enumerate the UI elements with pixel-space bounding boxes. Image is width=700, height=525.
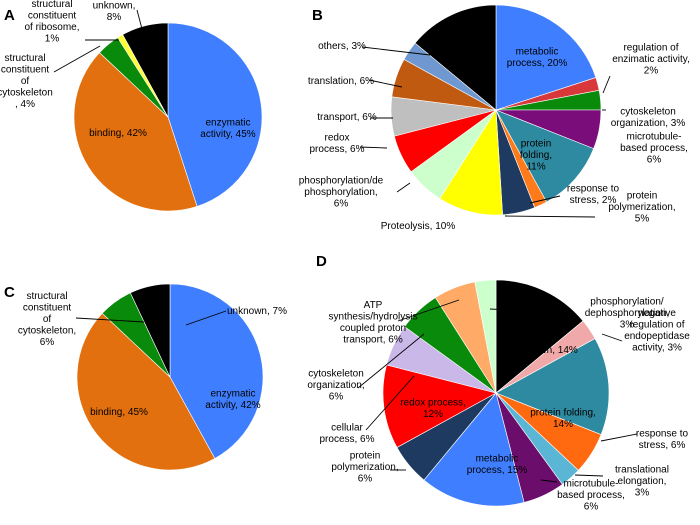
leader-line-b-5	[529, 195, 561, 204]
pie-slice-a-0	[167, 22, 263, 207]
pie-slice-b-4	[495, 109, 595, 203]
slice-label-b-7: Proteolysis, 10%	[381, 221, 456, 232]
slice-label-d-8: redox process,12%	[400, 397, 466, 420]
pie-slice-b-0	[495, 4, 597, 111]
leader-line-b-9	[359, 146, 388, 149]
leader-line-d-12	[489, 308, 574, 314]
slice-label-b-3: microtubule-based process,6%	[620, 132, 688, 166]
leader-line-b-12	[361, 46, 431, 56]
pie-slice-a-4	[122, 22, 169, 118]
pie-slice-d-2	[495, 338, 610, 435]
slice-label-b-11: translation, 6%	[308, 76, 374, 87]
slice-label-a-4: unknown,8%	[93, 0, 136, 23]
pie-slice-c-3	[130, 283, 171, 378]
pie-slice-c-1	[76, 312, 216, 471]
slice-label-a-1: binding, 42%	[89, 128, 147, 139]
panel-letter-d: D	[316, 253, 327, 270]
leader-line-b-11	[368, 79, 403, 88]
leader-line-b-1	[602, 75, 611, 94]
panel-letter-b: B	[312, 7, 323, 24]
leader-line-d-4	[574, 474, 604, 477]
pie-slice-b-13	[414, 4, 497, 111]
slice-label-b-12: others, 3%	[318, 41, 366, 52]
pie-slice-a-1	[73, 52, 198, 212]
pie-slice-d-6	[423, 392, 525, 507]
slice-label-c-3: unknown, 7%	[227, 306, 287, 317]
pie-slice-d-8	[382, 364, 497, 448]
pie-slice-d-0	[495, 279, 584, 394]
leader-line-d-10	[357, 333, 425, 389]
slice-label-d-2: protein folding,14%	[530, 407, 596, 430]
leader-line-d-3	[600, 433, 638, 442]
leader-line-c-2	[75, 317, 145, 323]
slice-label-d-0: unknown, 14%	[512, 345, 578, 356]
leader-line-d-1	[601, 333, 623, 342]
leader-line-c-3	[185, 310, 227, 326]
slice-label-b-10: transport, 6%	[317, 112, 377, 123]
leader-line-d-11	[397, 299, 460, 322]
leader-line-d-9	[365, 375, 415, 431]
leader-line-d-5	[540, 479, 558, 483]
slice-label-b-13: unknown,14%	[446, 29, 489, 52]
panel-letter-c: C	[4, 284, 15, 301]
leader-line-a-2	[53, 45, 101, 73]
pie-slice-d-12	[474, 279, 497, 394]
panel-letter-a: A	[4, 7, 15, 24]
leader-line-b-8	[396, 182, 411, 193]
leader-line-a-4	[136, 9, 143, 30]
pie-slice-c-0	[169, 283, 264, 459]
slice-label-c-1: binding, 45%	[90, 407, 148, 418]
leader-line-b-6	[504, 215, 596, 218]
slice-label-d-5: microtubule-based process,6%	[557, 479, 625, 513]
slice-label-d-12: phosphorylation/dephosphorylation,3%	[585, 297, 670, 331]
